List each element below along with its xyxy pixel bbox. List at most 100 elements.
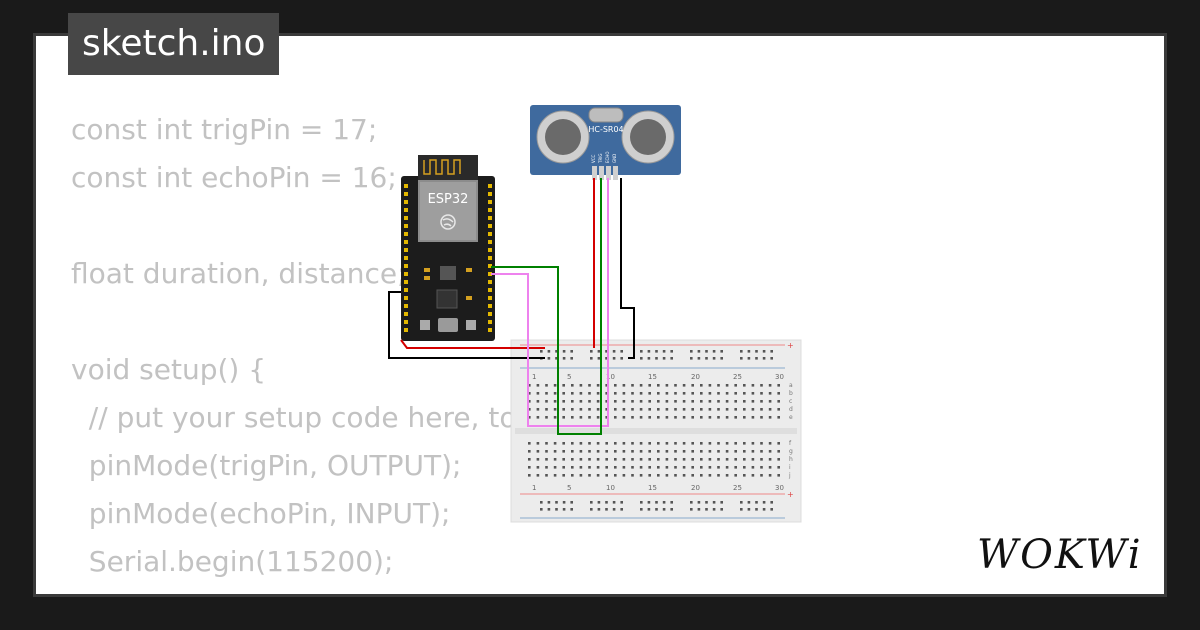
breadboard-hole[interactable] bbox=[717, 408, 720, 411]
breadboard-hole[interactable] bbox=[536, 466, 540, 469]
breadboard-hole[interactable] bbox=[700, 474, 703, 477]
breadboard-hole[interactable] bbox=[734, 384, 737, 387]
breadboard-hole[interactable] bbox=[639, 400, 643, 403]
breadboard-hole[interactable] bbox=[571, 392, 574, 395]
breadboard-hole[interactable] bbox=[590, 357, 593, 360]
breadboard-hole[interactable] bbox=[734, 392, 737, 395]
breadboard-hole[interactable] bbox=[528, 474, 531, 477]
breadboard-hole[interactable] bbox=[655, 508, 658, 511]
breadboard-hole[interactable] bbox=[631, 450, 634, 453]
esp32-pin[interactable] bbox=[488, 272, 492, 276]
breadboard-hole[interactable] bbox=[725, 442, 729, 445]
breadboard-hole[interactable] bbox=[768, 474, 772, 477]
breadboard-hole[interactable] bbox=[648, 474, 651, 477]
breadboard-hole[interactable] bbox=[562, 408, 565, 411]
breadboard-hole[interactable] bbox=[639, 384, 643, 387]
breadboard-hole[interactable] bbox=[648, 416, 651, 419]
breadboard-hole[interactable] bbox=[770, 508, 773, 511]
breadboard-hole[interactable] bbox=[648, 442, 651, 445]
breadboard-hole[interactable] bbox=[734, 466, 737, 469]
breadboard-hole[interactable] bbox=[700, 416, 703, 419]
breadboard-hole[interactable] bbox=[717, 466, 720, 469]
breadboard-hole[interactable] bbox=[622, 384, 626, 387]
breadboard-hole[interactable] bbox=[614, 442, 617, 445]
breadboard-hole[interactable] bbox=[640, 501, 643, 504]
breadboard-hole[interactable] bbox=[717, 384, 720, 387]
breadboard-hole[interactable] bbox=[657, 392, 660, 395]
breadboard-hole[interactable] bbox=[682, 392, 686, 395]
breadboard-hole[interactable] bbox=[700, 458, 703, 461]
breadboard-hole[interactable] bbox=[708, 450, 712, 453]
esp32-pin[interactable] bbox=[404, 200, 408, 204]
breadboard-hole[interactable] bbox=[528, 450, 531, 453]
esp32-pin[interactable] bbox=[488, 264, 492, 268]
breadboard-hole[interactable] bbox=[690, 501, 693, 504]
breadboard-hole[interactable] bbox=[588, 474, 591, 477]
breadboard-hole[interactable] bbox=[648, 450, 651, 453]
breadboard-hole[interactable] bbox=[674, 458, 677, 461]
breadboard-hole[interactable] bbox=[665, 400, 669, 403]
breadboard-hole[interactable] bbox=[712, 508, 716, 511]
breadboard-hole[interactable] bbox=[717, 450, 720, 453]
breadboard-hole[interactable] bbox=[528, 384, 531, 387]
breadboard-hole[interactable] bbox=[614, 466, 617, 469]
breadboard-hole[interactable] bbox=[528, 392, 531, 395]
breadboard-hole[interactable] bbox=[662, 501, 666, 504]
breadboard-hole[interactable] bbox=[639, 416, 643, 419]
breadboard-hole[interactable] bbox=[708, 384, 712, 387]
breadboard-hole[interactable] bbox=[768, 416, 772, 419]
breadboard-hole[interactable] bbox=[768, 466, 772, 469]
breadboard-hole[interactable] bbox=[682, 408, 686, 411]
breadboard-hole[interactable] bbox=[712, 350, 716, 353]
breadboard-hole[interactable] bbox=[777, 458, 780, 461]
breadboard-hole[interactable] bbox=[762, 501, 766, 504]
breadboard-hole[interactable] bbox=[570, 350, 573, 353]
breadboard-hole[interactable] bbox=[553, 458, 557, 461]
breadboard-hole[interactable] bbox=[674, 474, 677, 477]
breadboard-hole[interactable] bbox=[631, 442, 634, 445]
breadboard-hole[interactable] bbox=[777, 450, 780, 453]
breadboard-hole[interactable] bbox=[579, 450, 583, 453]
breadboard-hole[interactable] bbox=[545, 442, 548, 445]
breadboard-hole[interactable] bbox=[547, 357, 551, 360]
breadboard-hole[interactable] bbox=[614, 392, 617, 395]
breadboard-hole[interactable] bbox=[743, 384, 746, 387]
breadboard-hole[interactable] bbox=[528, 458, 531, 461]
breadboard-hole[interactable] bbox=[725, 416, 729, 419]
breadboard-hole[interactable] bbox=[528, 466, 531, 469]
breadboard-hole[interactable] bbox=[647, 357, 651, 360]
breadboard-hole[interactable] bbox=[536, 408, 540, 411]
breadboard-hole[interactable] bbox=[553, 474, 557, 477]
breadboard-hole[interactable] bbox=[691, 466, 694, 469]
breadboard-hole[interactable] bbox=[536, 384, 540, 387]
breadboard-hole[interactable] bbox=[553, 400, 557, 403]
breadboard-hole[interactable] bbox=[662, 357, 666, 360]
breadboard-hole[interactable] bbox=[640, 357, 643, 360]
esp32-pin[interactable] bbox=[404, 192, 408, 196]
breadboard-hole[interactable] bbox=[682, 458, 686, 461]
breadboard-hole[interactable] bbox=[697, 501, 701, 504]
breadboard-hole[interactable] bbox=[553, 442, 557, 445]
breadboard-hole[interactable] bbox=[690, 350, 693, 353]
breadboard-hole[interactable] bbox=[734, 416, 737, 419]
breadboard-hole[interactable] bbox=[777, 466, 780, 469]
breadboard-hole[interactable] bbox=[588, 466, 591, 469]
breadboard-hole[interactable] bbox=[605, 466, 608, 469]
breadboard-hole[interactable] bbox=[768, 458, 772, 461]
breadboard-hole[interactable] bbox=[528, 442, 531, 445]
breadboard-hole[interactable] bbox=[545, 400, 548, 403]
breadboard-hole[interactable] bbox=[571, 384, 574, 387]
breadboard-hole[interactable] bbox=[571, 474, 574, 477]
breadboard[interactable]: 1 5 10 15 20 25 30 1 5 10 15 20 25 30 a … bbox=[510, 339, 802, 523]
breadboard-hole[interactable] bbox=[760, 392, 763, 395]
breadboard-hole[interactable] bbox=[743, 392, 746, 395]
esp32-pin[interactable] bbox=[488, 288, 492, 292]
breadboard-hole[interactable] bbox=[536, 450, 540, 453]
breadboard-hole[interactable] bbox=[700, 450, 703, 453]
breadboard-hole[interactable] bbox=[725, 408, 729, 411]
breadboard-hole[interactable] bbox=[743, 450, 746, 453]
breadboard-hole[interactable] bbox=[622, 442, 626, 445]
breadboard-hole[interactable] bbox=[562, 384, 565, 387]
breadboard-hole[interactable] bbox=[708, 408, 712, 411]
breadboard-hole[interactable] bbox=[657, 400, 660, 403]
